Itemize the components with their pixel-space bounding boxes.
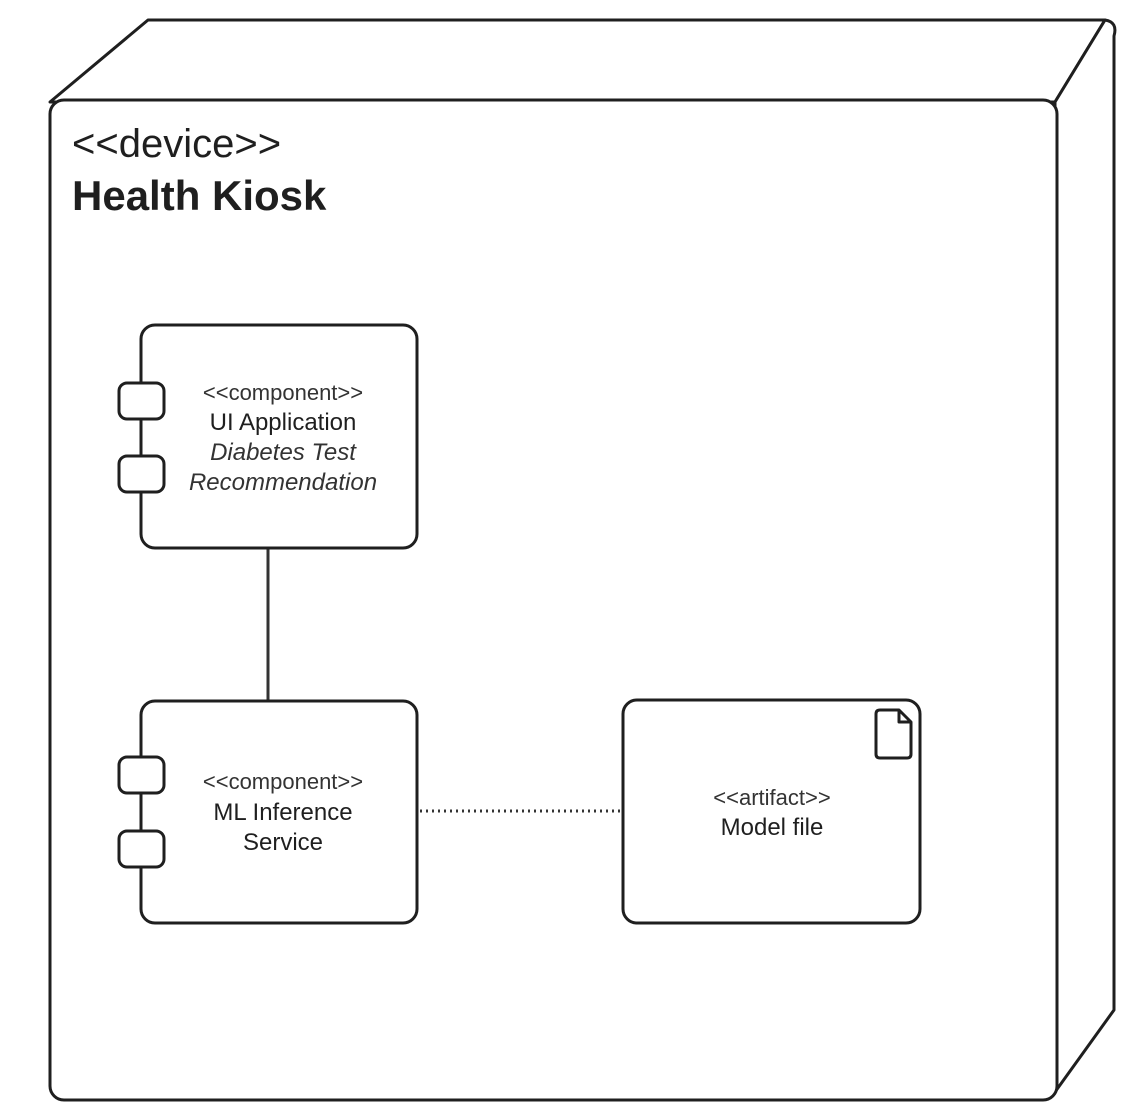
- device-node-front-face: [48, 98, 1059, 1102]
- device-node-top-face: [48, 18, 1107, 104]
- component-port-icon: [117, 755, 166, 795]
- component-port-icon: [117, 454, 166, 494]
- component-stereotype: <<component>>: [203, 769, 363, 794]
- artifact-name: Model file: [721, 814, 824, 841]
- component-detail-line-2: Recommendation: [189, 469, 377, 496]
- component-name-line-2: Service: [243, 829, 323, 856]
- device-stereotype: <<device>>: [72, 122, 281, 166]
- component-ui-application[interactable]: <<component>> UI Application Diabetes Te…: [117, 323, 419, 550]
- device-node[interactable]: <<device>> Health Kiosk: [48, 18, 1117, 1102]
- component-port-icon: [117, 381, 166, 421]
- component-port-icon: [117, 829, 166, 869]
- component-detail-line-1: Diabetes Test: [210, 439, 357, 466]
- component-stereotype: <<component>>: [203, 380, 363, 405]
- device-name: Health Kiosk: [72, 172, 327, 219]
- artifact-body: [621, 698, 922, 925]
- component-name: UI Application: [210, 409, 357, 436]
- component-body: [139, 323, 419, 550]
- component-name-line-1: ML Inference: [213, 799, 352, 826]
- device-node-side-face: [1053, 18, 1117, 1094]
- component-ml-inference-service[interactable]: <<component>> ML Inference Service: [117, 699, 419, 925]
- artifact-model-file[interactable]: <<artifact>> Model file: [621, 698, 922, 925]
- component-body: [139, 699, 419, 925]
- artifact-stereotype: <<artifact>>: [713, 785, 830, 810]
- document-icon: [874, 708, 913, 760]
